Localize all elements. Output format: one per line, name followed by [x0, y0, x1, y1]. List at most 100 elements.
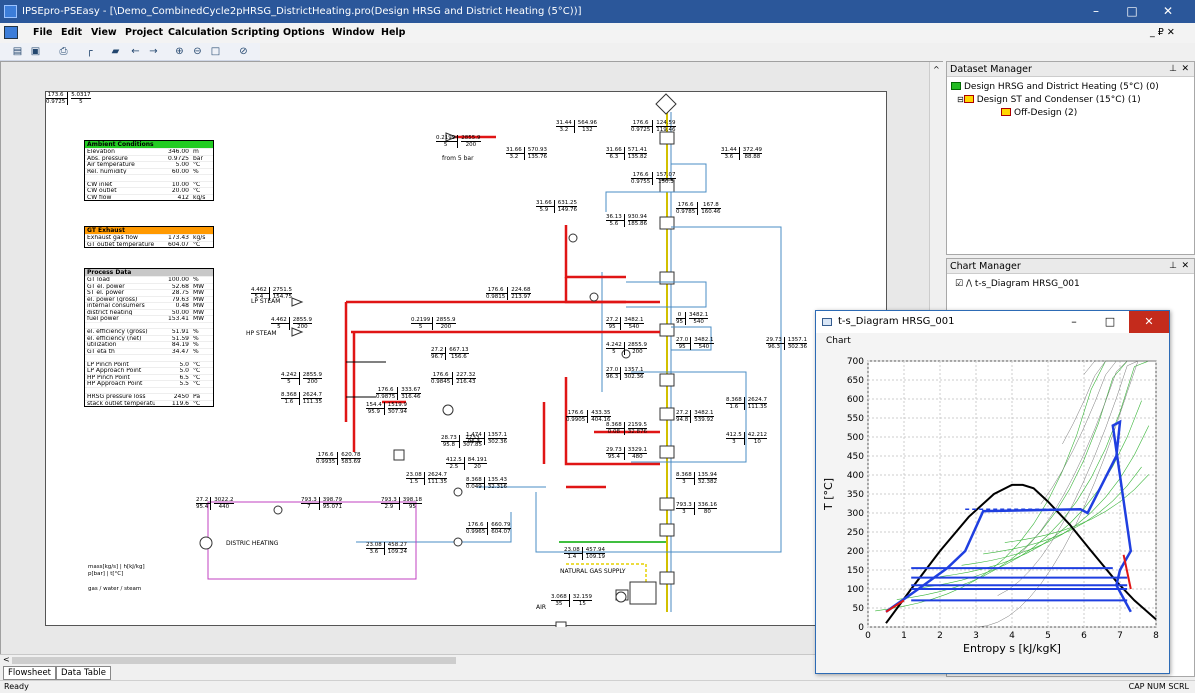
title-bar: IPSEpro-PSEasy - [\Demo_CombinedCycle2pH… [0, 0, 1195, 23]
stream-value: 433.35 [591, 410, 611, 417]
process-cell: °C [193, 374, 201, 380]
horizontal-scrollbar[interactable]: < [0, 654, 943, 666]
stream-value: 176.6 [566, 410, 589, 417]
chart-maximize-button[interactable]: □ [1104, 315, 1116, 328]
menu-file[interactable]: File [33, 27, 53, 38]
pin-icon[interactable]: ⊥ [1169, 64, 1177, 74]
menu-window[interactable]: Window [332, 27, 375, 38]
zoom-out-icon[interactable]: ⊖ [193, 46, 202, 57]
stream-value: 793.3 [301, 497, 320, 504]
menu-scripting[interactable]: Scripting [231, 27, 280, 38]
back-icon[interactable]: ← [131, 46, 140, 57]
chart-item-0[interactable]: ☑ /\ t-s_Diagram HRSG_001 [955, 279, 1080, 289]
y-tick-label: 250 [847, 528, 864, 538]
ambient-cell: 5.00 [175, 162, 189, 168]
process-cell: % [193, 277, 199, 283]
menu-help[interactable]: Help [381, 27, 406, 38]
stream-value: 0.2199 [436, 135, 459, 142]
chart-label: t-s_Diagram HRSG_001 [974, 279, 1080, 289]
chart-window-titlebar: t-s_Diagram HRSG_001 – □ ✕ [816, 311, 1169, 333]
chart-window-title: t-s_Diagram HRSG_001 [838, 316, 955, 327]
stream-value: 135.82 [627, 154, 647, 160]
hscroll-thumb[interactable] [12, 657, 456, 664]
stream-value: 5.4 [251, 294, 270, 300]
menu-options[interactable]: Options [283, 27, 325, 38]
print-icon[interactable]: ⎙ [59, 46, 68, 57]
save-icon[interactable]: ▣ [30, 46, 41, 57]
y-tick-label: 600 [847, 395, 864, 405]
stream-value: 154.75 [272, 294, 292, 300]
isobar-line [983, 466, 1142, 555]
process-cell: 5.5 [179, 381, 189, 387]
stream-value: 8.368 [466, 477, 485, 484]
ambient-cell: CW flow [87, 194, 112, 200]
close-button[interactable]: ✕ [1162, 4, 1174, 18]
process-cell: 5.0 [179, 368, 189, 374]
stream-value: 32.876 [627, 429, 647, 435]
ambient-cell: 412 [177, 194, 189, 200]
document-icon[interactable] [4, 26, 18, 39]
stream-value: 793.3 [381, 497, 400, 504]
maximize-button[interactable]: □ [1126, 4, 1138, 18]
dataset-item-0[interactable]: Design HRSG and District Heating (5°C) (… [951, 82, 1159, 92]
chart-minimize-button[interactable]: – [1071, 315, 1077, 328]
y-tick-label: 0 [858, 623, 864, 633]
stream-value: 7 [301, 504, 320, 510]
pin-icon[interactable]: ⊥ [1169, 261, 1177, 271]
menu-view[interactable]: View [91, 27, 117, 38]
flowsheet-area[interactable]: ^ [0, 61, 943, 655]
chart-close-button[interactable]: ✕ [1129, 311, 1169, 333]
process-row [85, 386, 213, 394]
fit-icon[interactable]: □ [210, 46, 221, 57]
chart-manager-title: Chart Manager [950, 261, 1021, 272]
menu-calculation[interactable]: Calculation [168, 27, 228, 38]
stream-value: 88.88 [744, 154, 761, 160]
chart-menu[interactable]: Chart [816, 333, 1169, 350]
tab-data-table[interactable]: Data Table [56, 666, 111, 680]
stream-value: 95 [408, 504, 416, 510]
stream-value: 3.6 [366, 549, 385, 555]
menu-edit[interactable]: Edit [61, 27, 83, 38]
minimize-button[interactable]: – [1093, 4, 1099, 18]
new-icon[interactable]: ┌ [86, 46, 93, 57]
help-icon[interactable]: ⊘ [239, 46, 248, 57]
forward-icon[interactable]: → [149, 46, 158, 57]
scroll-left-icon[interactable]: < [3, 655, 10, 664]
process-cell: el. efficiency (net) [87, 335, 142, 341]
close-panel-icon[interactable]: ✕ [1181, 64, 1189, 74]
process-cell: 28.75 [171, 290, 189, 296]
open-icon[interactable]: ▤ [12, 46, 23, 57]
stream-value: 3.6 [721, 154, 740, 160]
stream-value: 96.7 [431, 354, 447, 360]
mdi-controls[interactable]: _ ₽ ✕ [1150, 27, 1175, 38]
scroll-up-icon[interactable]: ^ [933, 65, 940, 74]
zoom-in-icon[interactable]: ⊕ [175, 46, 184, 57]
dataset-item-1[interactable]: ⊟Design ST and Condenser (15°C) (1) [957, 95, 1141, 105]
checkbox-checked-icon[interactable]: ☑ [955, 279, 964, 289]
dataset-item-2[interactable]: Off-Design (2) [1001, 108, 1077, 118]
tab-flowsheet[interactable]: Flowsheet [3, 666, 57, 680]
stream-value: 3.2 [556, 127, 575, 133]
ambient-header: Ambient Conditions [85, 141, 213, 148]
y-tick-label: 300 [847, 509, 864, 519]
ambient-cell: bar [193, 155, 203, 161]
folder-icon[interactable]: ▰ [111, 46, 120, 57]
menu-project[interactable]: Project [125, 27, 164, 38]
close-panel-icon[interactable]: ✕ [1181, 261, 1189, 271]
chart-manager-header: Chart Manager ⊥ ✕ [947, 259, 1194, 274]
collapse-icon[interactable]: ⊟ [957, 95, 964, 104]
